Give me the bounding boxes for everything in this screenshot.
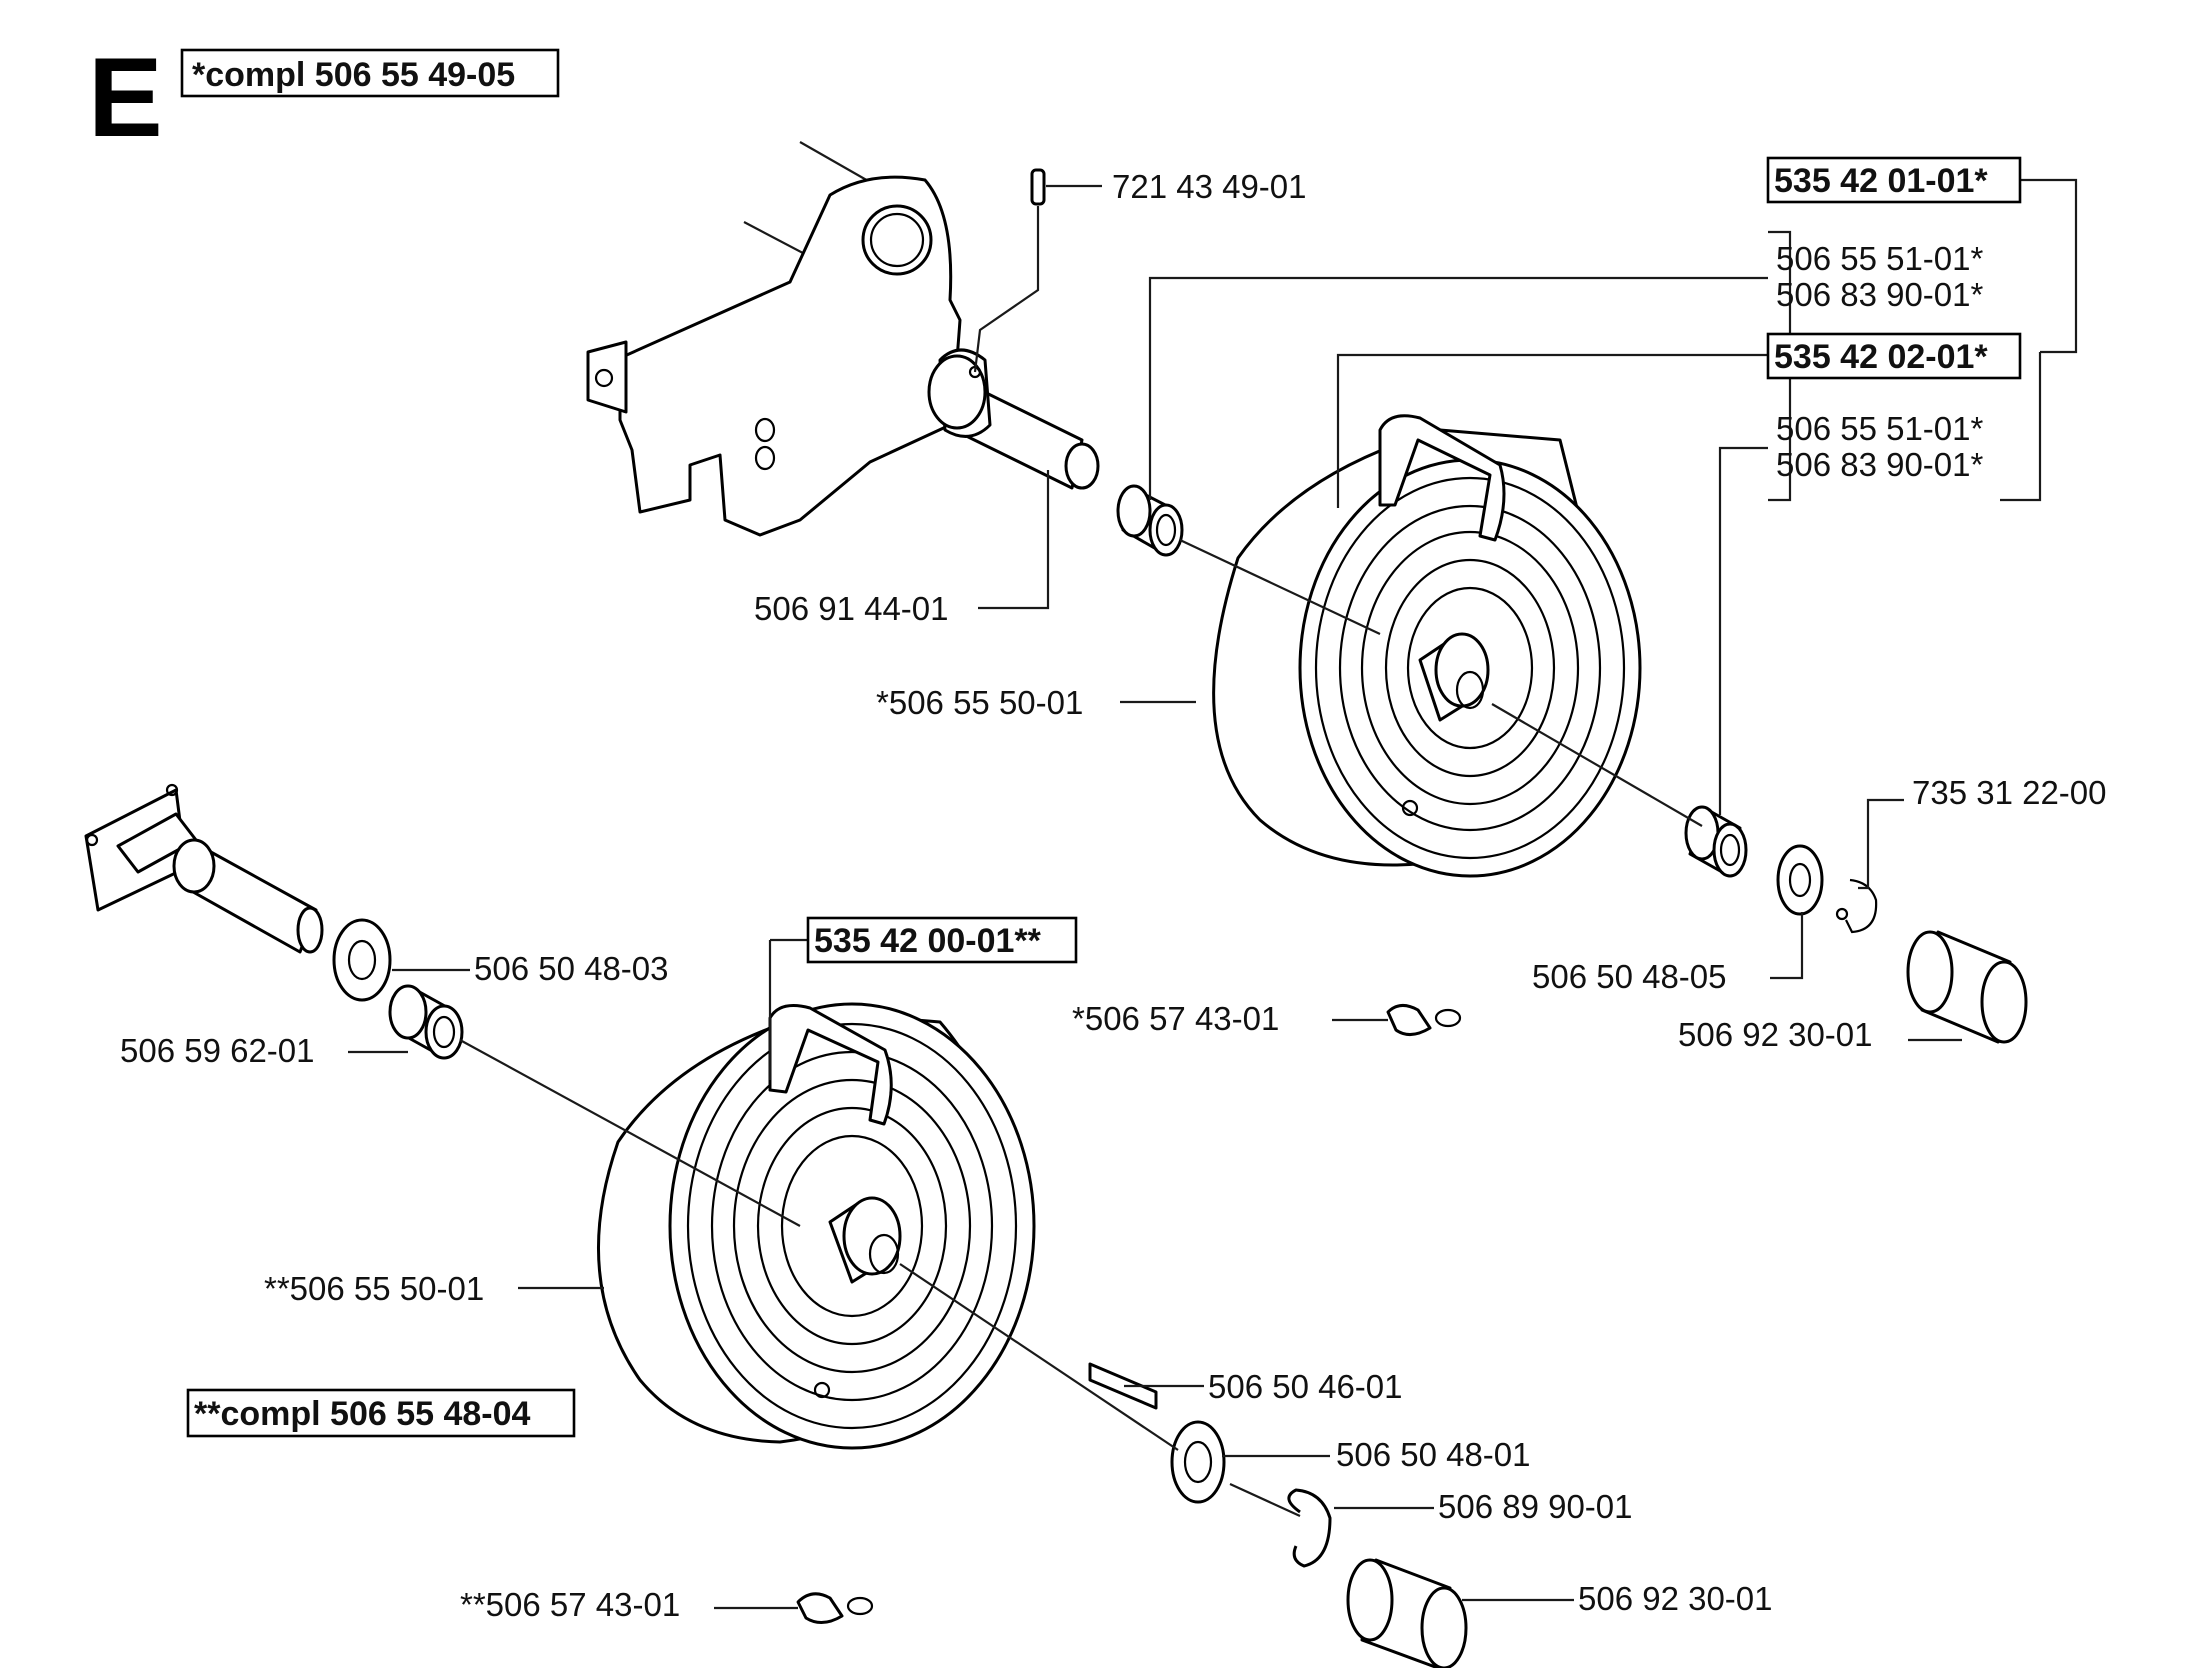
upper-clip-label: 735 31 22-00	[1912, 774, 2107, 811]
lower-valve-label: **506 57 43-01	[460, 1586, 680, 1623]
lower-clip-label: 506 89 90-01	[1438, 1488, 1633, 1525]
bushing-b2-label: 506 83 90-01*	[1776, 446, 1984, 483]
lower-axle-mount-drawing	[84, 783, 324, 954]
lower-wheel-drawing	[596, 1002, 1036, 1450]
group-b-box	[1766, 332, 2022, 380]
upper-valve-label: *506 57 43-01	[1072, 1000, 1279, 1037]
bushing-a2-label: 506 83 90-01*	[1776, 276, 1984, 313]
upper-washer-label: 506 50 48-05	[1532, 958, 1727, 995]
bushing-b1-label: 506 55 51-01*	[1776, 410, 1984, 447]
group-b-label: 535 42 02-01*	[1774, 338, 1988, 376]
lower-bushing-label: 506 59 62-01	[120, 1032, 315, 1069]
lower-washer-out-label: 506 50 48-01	[1336, 1436, 1531, 1473]
lower-washer-in-label: 506 50 48-03	[474, 950, 669, 987]
lower-cap-label: 506 92 30-01	[1578, 1580, 1773, 1617]
upper-wheel-drawing	[1212, 414, 1642, 878]
pin-drawing	[1030, 168, 1046, 206]
upper-assembly-label: *compl 506 55 49-05	[192, 56, 515, 94]
lower-wheel-box	[806, 916, 1078, 964]
group-a-box	[1766, 156, 2022, 204]
group-a-label: 535 42 01-01*	[1774, 162, 1988, 200]
lower-assembly-label: **compl 506 55 48-04	[194, 1395, 531, 1433]
lower-wheel-label: 535 42 00-01**	[814, 922, 1042, 960]
lower-axle-end-parts	[796, 1362, 1468, 1668]
upper-tire-label: *506 55 50-01	[876, 684, 1083, 721]
upper-cap-label: 506 92 30-01	[1678, 1016, 1873, 1053]
section-letter: E	[88, 35, 163, 160]
pin-label: 721 43 49-01	[1112, 168, 1307, 205]
upper-bushing-drawing	[1116, 484, 1184, 557]
lower-assembly-box: **compl 506 55 48-04	[186, 1388, 576, 1438]
lower-washer-bushing-drawing	[332, 918, 464, 1060]
lower-tire-label: **506 55 50-01	[264, 1270, 484, 1307]
lower-key-label: 506 50 46-01	[1208, 1368, 1403, 1405]
bushing-a1-label: 506 55 51-01*	[1776, 240, 1984, 277]
upper-axle-end-parts	[1386, 805, 2028, 1044]
upper-bracket-drawing	[586, 141, 1100, 537]
upper-assembly-box: *compl 506 55 49-05	[180, 48, 560, 98]
upper-axle-label: 506 91 44-01	[754, 590, 949, 627]
